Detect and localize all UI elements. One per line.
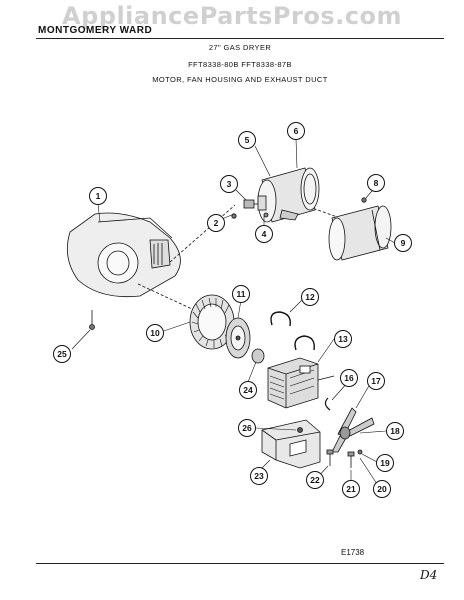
callout-10: 10	[146, 324, 164, 342]
svg-text:2: 2	[214, 218, 219, 228]
callout-11: 11	[232, 285, 250, 303]
callout-19: 19	[376, 454, 394, 472]
screw-21	[347, 451, 355, 468]
coupling	[251, 348, 265, 364]
motor-mount	[261, 419, 321, 469]
blower-seal	[225, 317, 251, 359]
svg-text:21: 21	[346, 484, 356, 494]
svg-text:17: 17	[371, 376, 381, 386]
brand-name: MONTGOMERY WARD	[38, 25, 153, 36]
svg-text:5: 5	[245, 135, 250, 145]
spring-clip	[324, 397, 331, 411]
svg-text:23: 23	[254, 471, 264, 481]
callout-4: 4	[255, 225, 273, 243]
svg-text:12: 12	[305, 292, 315, 302]
exhaust-duct	[257, 167, 320, 223]
section-title: MOTOR, FAN HOUSING AND EXHAUST DUCT	[152, 75, 328, 84]
svg-text:9: 9	[401, 238, 406, 248]
svg-text:18: 18	[390, 426, 400, 436]
thermostat-assembly	[243, 195, 269, 218]
motor-clamp	[270, 311, 291, 327]
callout-6: 6	[287, 122, 305, 140]
svg-text:8: 8	[374, 178, 379, 188]
svg-text:20: 20	[377, 484, 387, 494]
callout-21: 21	[342, 480, 360, 498]
model-numbers: FFT8338-80B FFT8338-87B	[188, 60, 292, 69]
callout-26: 26	[238, 419, 256, 437]
callout-2: 2	[207, 214, 225, 232]
svg-text:6: 6	[294, 126, 299, 136]
svg-text:13: 13	[338, 334, 348, 344]
screw-2	[231, 213, 237, 219]
screw-25	[89, 324, 95, 330]
svg-text:11: 11	[237, 289, 246, 299]
motor-clamp-2	[294, 335, 315, 351]
product-title: 27" GAS DRYER	[208, 43, 272, 52]
svg-text:3: 3	[227, 179, 232, 189]
handwritten-mark: D4	[420, 568, 438, 582]
svg-text:26: 26	[242, 423, 252, 433]
callout-22: 22	[306, 471, 324, 489]
svg-text:1: 1	[96, 191, 101, 201]
svg-text:16: 16	[344, 373, 354, 383]
callout-16: 16	[340, 369, 358, 387]
blower-wheel	[189, 294, 235, 350]
callout-9: 9	[394, 234, 412, 252]
top-rule	[36, 38, 444, 39]
screw-22	[326, 449, 334, 466]
svg-text:19: 19	[380, 458, 390, 468]
callout-25: 25	[53, 345, 71, 363]
callout-17: 17	[367, 372, 385, 390]
drawing-code: E1738	[341, 548, 365, 557]
svg-text:22: 22	[310, 475, 320, 485]
callout-labels: 1 2 3 4 5 6 8 9 10 11 12 13 16 17 18 19 …	[53, 122, 412, 498]
callout-20: 20	[373, 480, 391, 498]
bottom-rule	[36, 563, 444, 564]
motor	[267, 357, 335, 409]
callout-5: 5	[238, 131, 256, 149]
callout-24: 24	[239, 381, 257, 399]
callout-8: 8	[367, 174, 385, 192]
svg-text:25: 25	[57, 349, 67, 359]
callout-12: 12	[301, 288, 319, 306]
callout-18: 18	[386, 422, 404, 440]
svg-text:24: 24	[243, 385, 253, 395]
svg-text:10: 10	[150, 328, 160, 338]
washer-19	[357, 449, 363, 455]
callout-3: 3	[220, 175, 238, 193]
svg-text:4: 4	[262, 229, 267, 239]
exhaust-pipe	[328, 205, 392, 261]
callout-23: 23	[250, 467, 268, 485]
blower-housing	[66, 212, 181, 297]
callout-1: 1	[89, 187, 107, 205]
callout-13: 13	[334, 330, 352, 348]
impeller	[331, 407, 375, 453]
screw-8	[361, 197, 367, 203]
